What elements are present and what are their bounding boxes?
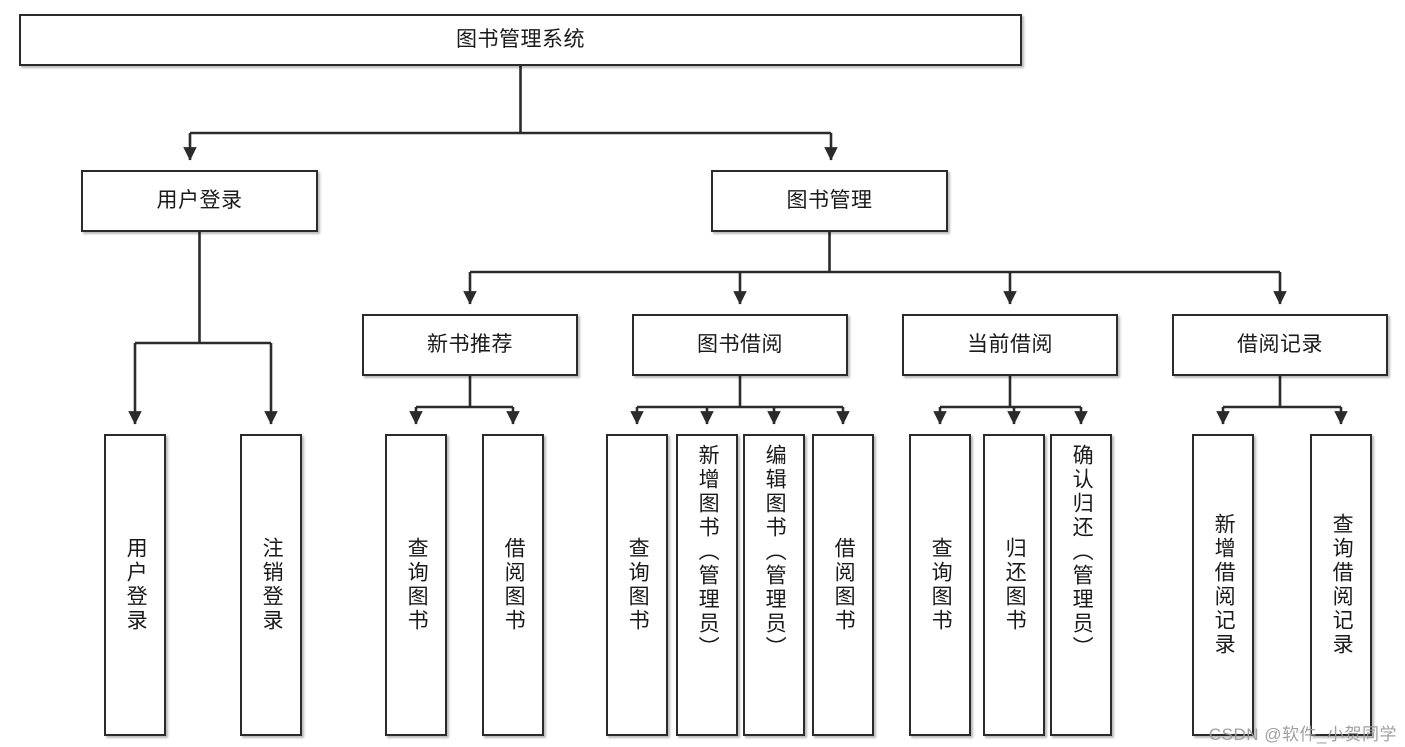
node-leaf-user-logout-label: 注销登录: [260, 537, 284, 633]
node-book-manage[interactable]: 图书管理: [711, 170, 948, 232]
node-book-manage-label: 图书管理: [786, 188, 873, 212]
node-leaf-user-login-label: 用户登录: [124, 537, 148, 633]
node-leaf-return-book-label: 归还图书: [1003, 537, 1027, 633]
node-root[interactable]: 图书管理系统: [19, 14, 1022, 66]
node-leaf-borrow-book-1[interactable]: 借阅图书: [482, 434, 544, 736]
node-leaf-edit-book[interactable]: 编辑图书（管理员）: [743, 434, 805, 736]
connectors-root: [128, 66, 1348, 425]
node-book-borrow[interactable]: 图书借阅: [632, 314, 848, 376]
node-leaf-query-book-1[interactable]: 查询图书: [385, 434, 447, 736]
node-leaf-borrow-book-2[interactable]: 借阅图书: [812, 434, 874, 736]
node-current-borrow-label: 当前借阅: [967, 332, 1053, 356]
node-leaf-query-record[interactable]: 查询借阅记录: [1310, 434, 1372, 736]
node-leaf-confirm-return[interactable]: 确认归还（管理员）: [1050, 434, 1112, 736]
node-user-login-label: 用户登录: [156, 188, 243, 212]
node-borrow-record[interactable]: 借阅记录: [1172, 314, 1388, 376]
node-leaf-query-book-2-label: 查询图书: [626, 537, 650, 633]
node-leaf-user-logout[interactable]: 注销登录: [240, 434, 302, 736]
node-current-borrow[interactable]: 当前借阅: [902, 314, 1118, 376]
node-book-borrow-label: 图书借阅: [697, 332, 783, 356]
node-leaf-query-book-2[interactable]: 查询图书: [606, 434, 668, 736]
node-user-login[interactable]: 用户登录: [81, 170, 318, 232]
node-root-label: 图书管理系统: [456, 27, 585, 51]
node-leaf-query-record-label: 查询借阅记录: [1330, 513, 1354, 657]
node-new-book-recommend[interactable]: 新书推荐: [362, 314, 578, 376]
node-leaf-return-book[interactable]: 归还图书: [983, 434, 1045, 736]
node-leaf-add-record[interactable]: 新增借阅记录: [1192, 434, 1254, 736]
node-leaf-borrow-book-1-label: 借阅图书: [502, 537, 526, 633]
node-leaf-query-book-3-label: 查询图书: [929, 537, 953, 633]
node-leaf-add-book[interactable]: 新增图书（管理员）: [676, 434, 738, 736]
node-leaf-query-book-1-label: 查询图书: [405, 537, 429, 633]
node-leaf-add-record-label: 新增借阅记录: [1212, 513, 1236, 657]
node-leaf-edit-book-label: 编辑图书（管理员）: [763, 444, 787, 660]
node-leaf-borrow-book-2-label: 借阅图书: [832, 537, 856, 633]
node-leaf-add-book-label: 新增图书（管理员）: [696, 444, 720, 660]
node-leaf-user-login[interactable]: 用户登录: [104, 434, 166, 736]
node-new-book-recommend-label: 新书推荐: [427, 332, 513, 356]
node-leaf-confirm-return-label: 确认归还（管理员）: [1070, 444, 1094, 660]
node-borrow-record-label: 借阅记录: [1237, 332, 1323, 356]
node-leaf-query-book-3[interactable]: 查询图书: [909, 434, 971, 736]
